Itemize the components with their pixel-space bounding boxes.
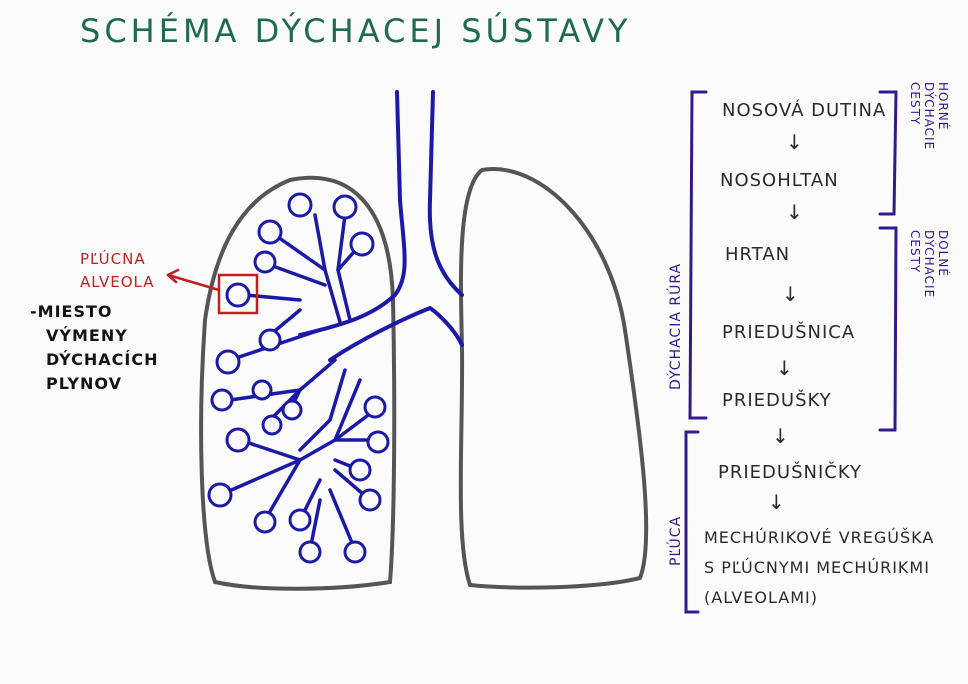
alveola-note: -MIESTO VÝMENY DÝCHACÍCH PLYNOV bbox=[30, 300, 200, 396]
step-priedusnica: PRIEDUŠNICA bbox=[722, 322, 856, 343]
label-dolne-dychacie-cesty: DOLNÉ DÝCHACIE CESTY bbox=[908, 230, 950, 299]
brackets bbox=[684, 90, 898, 614]
trachea bbox=[298, 90, 464, 362]
alveoli-clusters bbox=[207, 192, 390, 564]
step-mechurikove-vrecuska: MECHÚRIKOVÉ VREGÚŠKA bbox=[704, 528, 935, 547]
alveola-note-line: PLYNOV bbox=[46, 374, 122, 393]
down-arrow-icon: ↓ bbox=[776, 356, 793, 380]
down-arrow-icon: ↓ bbox=[772, 424, 789, 448]
down-arrow-icon: ↓ bbox=[782, 282, 799, 306]
label-pluca: PĽÚCA bbox=[668, 515, 684, 566]
step-priedusky: PRIEDUŠKY bbox=[722, 390, 832, 411]
step-hrtan: HRTAN bbox=[725, 244, 791, 265]
bronchial-tree bbox=[218, 213, 377, 552]
alveola-note-line: -MIESTO bbox=[30, 302, 113, 321]
bracket-dychacia-rura bbox=[688, 90, 708, 420]
page-title: SCHÉMA DÝCHACEJ SÚSTAVY bbox=[80, 12, 632, 50]
step-nosohltan: NOSOHLTAN bbox=[720, 170, 839, 191]
step-nosova-dutina: NOSOVÁ DUTINA bbox=[722, 100, 887, 121]
bracket-horne bbox=[878, 90, 898, 216]
alveola-note-line: VÝMENY bbox=[46, 326, 128, 345]
alveola-label: PĽÚCNA ALVEOLA bbox=[80, 250, 155, 291]
step-alveolami: (ALVEOLAMI) bbox=[704, 588, 818, 607]
down-arrow-icon: ↓ bbox=[786, 130, 803, 154]
down-arrow-icon: ↓ bbox=[768, 490, 785, 514]
left-lung-outline bbox=[199, 175, 397, 591]
down-arrow-icon: ↓ bbox=[786, 200, 803, 224]
alveola-note-line: DÝCHACÍCH bbox=[46, 350, 159, 369]
right-lung-outline bbox=[458, 167, 649, 590]
step-priedusnicky: PRIEDUŠNIČKY bbox=[718, 462, 863, 483]
alveola-marker bbox=[166, 268, 259, 315]
label-dychacia-rura: DÝCHACIA RÚRA bbox=[668, 262, 684, 390]
bracket-pluca bbox=[684, 430, 700, 614]
step-s-plucnymi: S PĽÚCNYMI MECHÚRIKMI bbox=[704, 558, 930, 577]
bracket-dolne bbox=[878, 226, 898, 432]
label-horne-dychacie-cesty: HORNÉ DÝCHACIE CESTY bbox=[908, 82, 950, 151]
